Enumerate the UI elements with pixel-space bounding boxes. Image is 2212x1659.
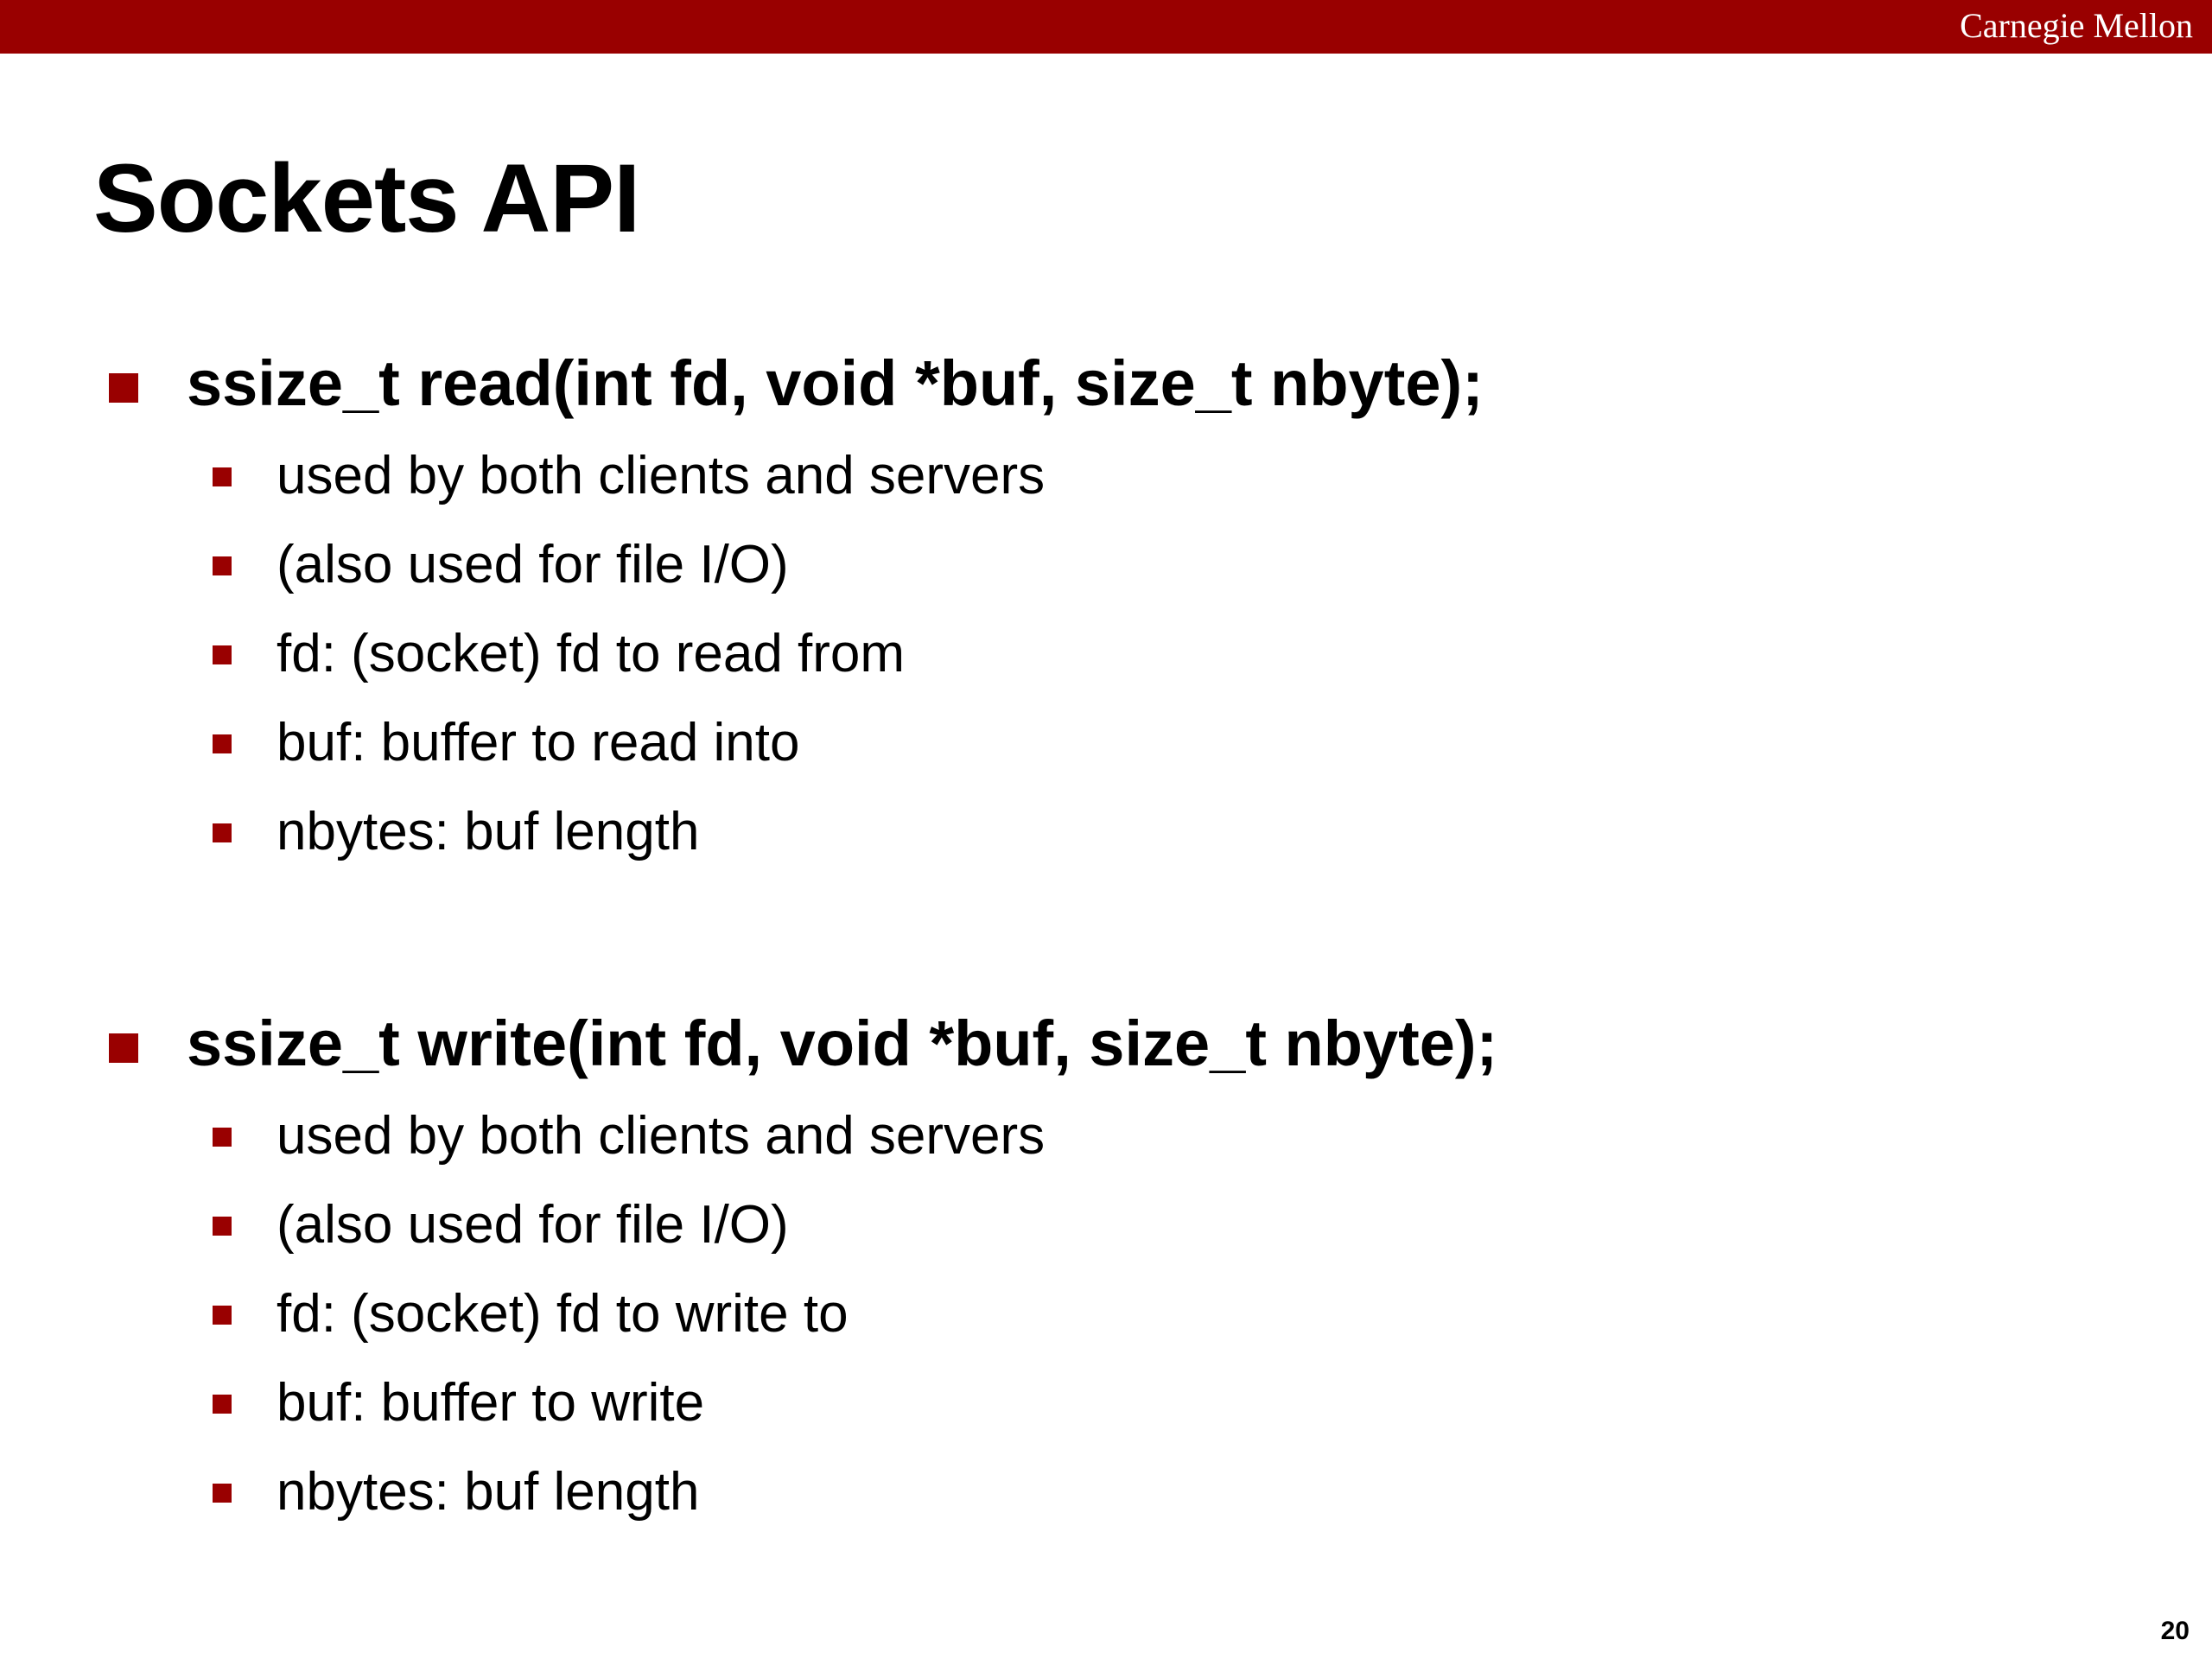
small-square-bullet-icon xyxy=(213,1128,232,1147)
list-item-text: fd: (socket) fd to write to xyxy=(276,1284,849,1344)
read-signature-item: ssize_t read(int fd, void *buf, size_t n… xyxy=(0,339,2212,429)
write-section: ssize_t write(int fd, void *buf, size_t … xyxy=(0,999,2212,1534)
list-item-text: nbytes: buf length xyxy=(276,802,700,861)
list-item: fd: (socket) fd to read from xyxy=(0,607,2212,696)
small-square-bullet-icon xyxy=(213,645,232,664)
write-signature-item: ssize_t write(int fd, void *buf, size_t … xyxy=(0,999,2212,1089)
read-signature: ssize_t read(int fd, void *buf, size_t n… xyxy=(187,347,1484,419)
read-section: ssize_t read(int fd, void *buf, size_t n… xyxy=(0,339,2212,874)
page-number: 20 xyxy=(2160,1617,2190,1645)
list-item: used by both clients and servers xyxy=(0,429,2212,518)
small-square-bullet-icon xyxy=(213,823,232,842)
small-square-bullet-icon xyxy=(213,556,232,575)
read-details-list: used by both clients and servers (also u… xyxy=(0,429,2212,874)
list-item: buf: buffer to read into xyxy=(0,696,2212,785)
list-item-text: nbytes: buf length xyxy=(276,1462,700,1522)
list-item: (also used for file I/O) xyxy=(0,518,2212,607)
small-square-bullet-icon xyxy=(213,1484,232,1503)
list-item: used by both clients and servers xyxy=(0,1089,2212,1178)
small-square-bullet-icon xyxy=(213,467,232,486)
square-bullet-icon xyxy=(109,1033,138,1063)
square-bullet-icon xyxy=(109,373,138,403)
small-square-bullet-icon xyxy=(213,1395,232,1414)
list-item-text: (also used for file I/O) xyxy=(276,1195,789,1255)
slide-title: Sockets API xyxy=(93,144,640,252)
list-item: fd: (socket) fd to write to xyxy=(0,1267,2212,1356)
list-item-text: fd: (socket) fd to read from xyxy=(276,624,906,683)
brand-wordmark: Carnegie Mellon xyxy=(1960,6,2193,45)
list-item: buf: buffer to write xyxy=(0,1356,2212,1445)
small-square-bullet-icon xyxy=(213,1306,232,1325)
write-signature: ssize_t write(int fd, void *buf, size_t … xyxy=(187,1007,1498,1079)
small-square-bullet-icon xyxy=(213,1217,232,1236)
list-item-text: used by both clients and servers xyxy=(276,1106,1046,1166)
small-square-bullet-icon xyxy=(213,734,232,753)
write-details-list: used by both clients and servers (also u… xyxy=(0,1089,2212,1534)
list-item-text: buf: buffer to write xyxy=(276,1373,705,1433)
list-item: (also used for file I/O) xyxy=(0,1178,2212,1267)
list-item: nbytes: buf length xyxy=(0,1445,2212,1534)
list-item: nbytes: buf length xyxy=(0,785,2212,874)
list-item-text: buf: buffer to read into xyxy=(276,713,800,772)
header-bar: Carnegie Mellon xyxy=(0,0,2212,54)
list-item-text: used by both clients and servers xyxy=(276,446,1046,505)
list-item-text: (also used for file I/O) xyxy=(276,535,789,594)
